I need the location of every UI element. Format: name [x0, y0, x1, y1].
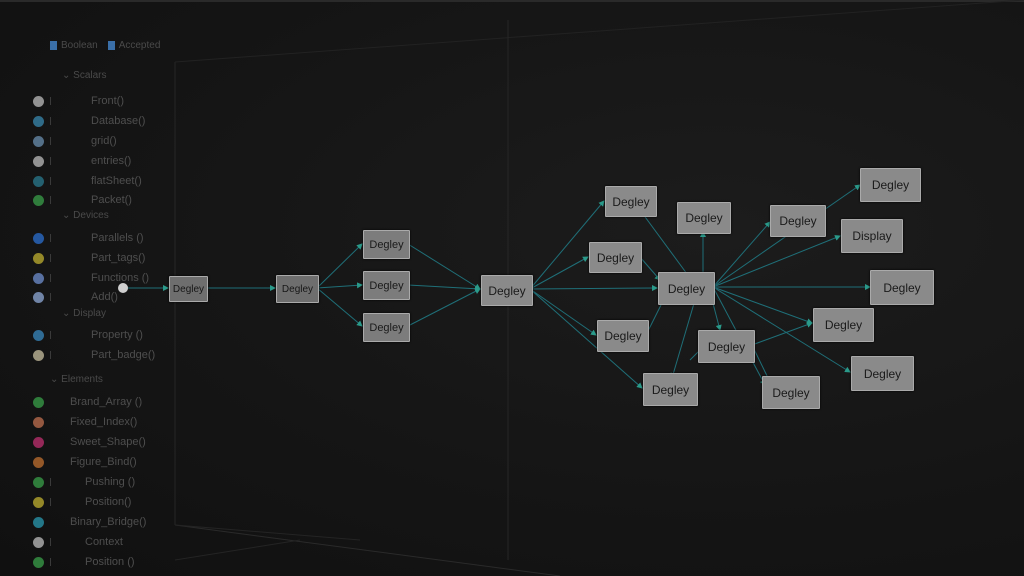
node-color-icon: [33, 396, 44, 408]
graph-node[interactable]: Display: [841, 219, 903, 253]
tree-item[interactable]: Binary_Bridge(): [33, 514, 146, 530]
tree-header-boolean[interactable]: Boolean: [50, 40, 98, 51]
graph-node[interactable]: Degley: [363, 230, 410, 259]
graph-node[interactable]: Degley: [363, 313, 410, 342]
tree-item[interactable]: Figure_Bind(): [33, 454, 137, 470]
node-color-icon: [33, 95, 44, 107]
tree-item[interactable]: Position(): [33, 494, 131, 510]
tree-header-accepted[interactable]: Accepted: [107, 40, 160, 51]
tree-item[interactable]: grid(): [33, 133, 117, 149]
graph-node[interactable]: Degley: [762, 376, 820, 409]
tree-item[interactable]: Brand_Array (): [33, 394, 142, 410]
tree-item[interactable]: Packet(): [33, 192, 132, 208]
node-color-icon: [33, 456, 44, 468]
graph-node[interactable]: Degley: [813, 308, 874, 342]
tree-item[interactable]: Front(): [33, 93, 124, 109]
node-color-icon: [33, 349, 44, 361]
graph-node[interactable]: Degley: [363, 271, 410, 300]
node-color-icon: [33, 194, 44, 206]
tree-item[interactable]: Position (): [33, 554, 135, 570]
graph-node[interactable]: Degley: [770, 205, 826, 237]
node-color-icon: [33, 135, 44, 147]
tree-item[interactable]: Database(): [33, 113, 145, 129]
node-color-icon: [33, 556, 44, 568]
graph-node[interactable]: Degley: [658, 272, 715, 305]
tree-item[interactable]: Fixed_Index(): [33, 414, 137, 430]
node-color-icon: [33, 252, 44, 264]
folder-icon: [50, 40, 57, 50]
tree-item[interactable]: entries(): [33, 153, 131, 169]
tree-item[interactable]: Part_badge(): [33, 347, 155, 363]
node-color-icon: [33, 476, 44, 488]
node-color-icon: [33, 175, 44, 187]
graph-node[interactable]: Degley: [605, 186, 657, 217]
tree-item[interactable]: flatSheet(): [33, 173, 142, 189]
folder-icon: [107, 40, 115, 50]
top-border: [0, 0, 1024, 2]
tree-item[interactable]: Pushing (): [33, 474, 135, 490]
graph-node[interactable]: Degley: [698, 330, 755, 363]
tree-header: Boolean Accepted: [50, 40, 160, 51]
node-color-icon: [33, 329, 44, 341]
node-color-icon: [33, 496, 44, 508]
tree-item[interactable]: Add(): [33, 289, 118, 305]
graph-node[interactable]: Degley: [860, 168, 921, 202]
node-color-icon: [33, 291, 44, 303]
node-color-icon: [33, 232, 44, 244]
graph-node[interactable]: Degley: [276, 275, 319, 303]
node-color-icon: [33, 436, 44, 448]
tree-item[interactable]: Parallels (): [33, 230, 144, 246]
tree-group-scalars[interactable]: ⌄ Scalars: [62, 70, 107, 81]
tree-item[interactable]: Part_tags(): [33, 250, 145, 266]
graph-node[interactable]: Degley: [643, 373, 698, 406]
tree-item[interactable]: Sweet_Shape(): [33, 434, 146, 450]
graph-node[interactable]: Degley: [851, 356, 914, 391]
tree-group-display[interactable]: ⌄ Display: [62, 308, 106, 319]
tree-group-devices[interactable]: ⌄ Devices: [62, 210, 109, 221]
tree-item[interactable]: Functions (): [33, 270, 149, 286]
tree-item[interactable]: Context: [33, 534, 123, 550]
node-color-icon: [33, 115, 44, 127]
node-color-icon: [33, 516, 44, 528]
source-node-dot: [118, 283, 128, 293]
node-color-icon: [33, 272, 44, 284]
graph-node[interactable]: Degley: [169, 276, 208, 302]
tree-group-elements[interactable]: ⌄ Elements: [50, 374, 103, 385]
tree-item[interactable]: Property (): [33, 327, 143, 343]
node-color-icon: [33, 155, 44, 167]
graph-node[interactable]: Degley: [589, 242, 642, 273]
graph-node[interactable]: Degley: [481, 275, 533, 306]
graph-node[interactable]: Degley: [677, 202, 731, 234]
tree-panel: Boolean Accepted ⌄ Scalars Front() Datab…: [0, 0, 200, 576]
node-color-icon: [33, 416, 44, 428]
graph-node[interactable]: Degley: [870, 270, 934, 305]
graph-node[interactable]: Degley: [597, 320, 649, 352]
node-color-icon: [33, 536, 44, 548]
